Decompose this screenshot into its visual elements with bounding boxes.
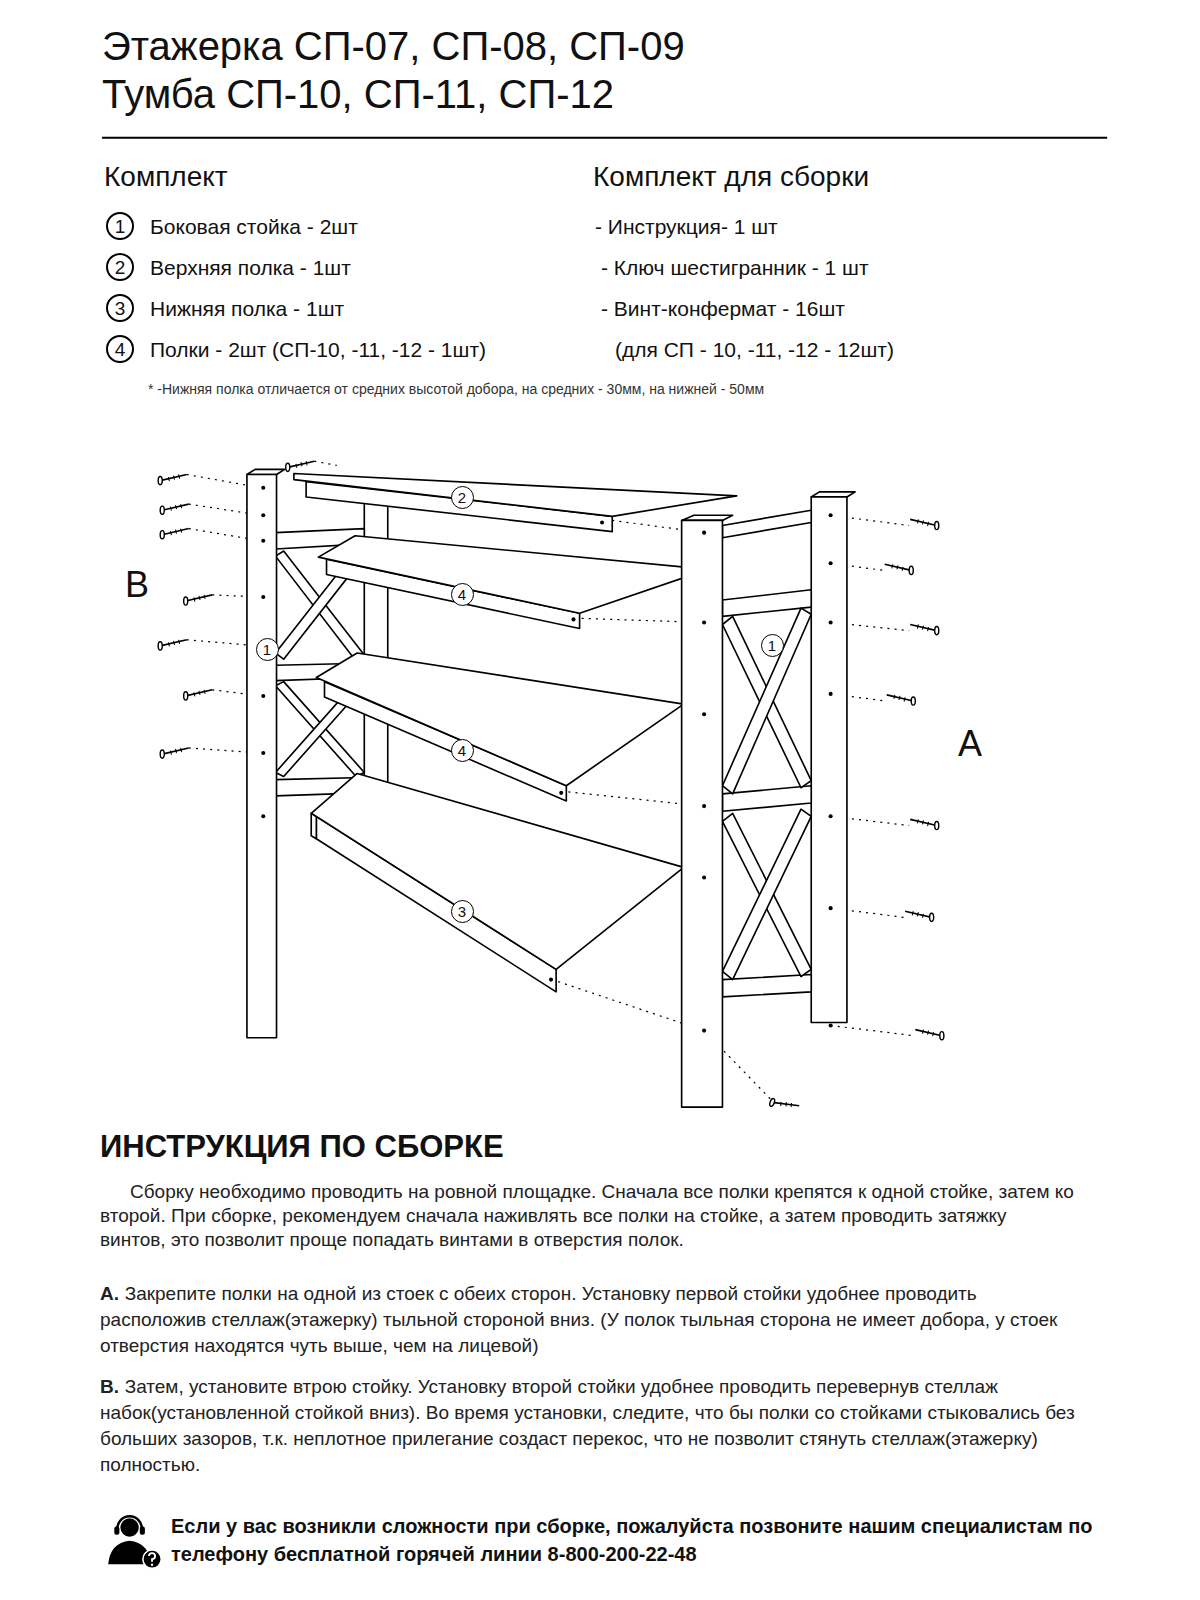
parts-item: Полки - 2шт (СП-10, -11, -12 - 1шт) — [150, 338, 486, 361]
kit-item: (для СП - 10, -11, -12 - 12шт) — [615, 338, 894, 361]
section-heading: Комплект — [104, 161, 228, 192]
screw-guides — [187, 461, 915, 1100]
callout-circle: 3 — [451, 900, 474, 923]
screws — [158, 461, 944, 1115]
callout-number: 1 — [768, 638, 776, 653]
side-frame-a — [682, 492, 855, 1107]
hotline-icon — [108, 1516, 161, 1568]
step-letter: B. — [100, 1376, 119, 1397]
footnote-block: * -Нижняя полка отличается от средних вы… — [148, 381, 764, 398]
parts-item-block: Нижняя полка - 1шт — [150, 296, 344, 321]
side-letter: B — [125, 564, 149, 605]
callout-circle: 3 — [106, 294, 134, 322]
parts-item-block: Боковая стойка - 2шт — [150, 214, 358, 239]
instruction-text: Сборку необходимо проводить на ровной пл… — [100, 1181, 1074, 1250]
callout-number: 1 — [115, 217, 126, 236]
callout-circle: 2 — [451, 486, 474, 509]
callout-circle: 4 — [106, 335, 134, 363]
kit-item-block: - Инструкция- 1 шт — [595, 214, 778, 239]
parts-item: Боковая стойка - 2шт — [150, 215, 358, 238]
parts-item: Нижняя полка - 1шт — [150, 297, 344, 320]
section-heading: Комплект для сборки — [593, 161, 869, 192]
step-letter-block: B.Затем, установите втрою стойку. Устано… — [100, 1374, 1075, 1478]
parts-item-block: Полки - 2шт (СП-10, -11, -12 - 1шт) — [150, 337, 486, 362]
parts-item: Верхняя полка - 1шт — [150, 256, 351, 279]
kit-item-block: - Ключ шестигранник - 1 шт — [601, 255, 869, 280]
holes-a — [702, 513, 833, 1032]
callout-number: 1 — [263, 642, 271, 657]
shelves — [294, 473, 737, 991]
title-block: Этажерка СП-07, СП-08, СП-09 Тумба СП-10… — [102, 22, 782, 118]
side-letter-block: B — [125, 563, 149, 606]
shelf-holes — [549, 520, 604, 981]
callout-number: 4 — [115, 340, 126, 359]
section-heading: ИНСТРУКЦИЯ ПО СБОРКЕ — [100, 1129, 504, 1164]
hotline-text-block: Если у вас возникли сложности при сборке… — [171, 1512, 1161, 1568]
kit-item: - Винт-конфермат - 16шт — [601, 297, 845, 320]
callout-circle: 1 — [106, 212, 134, 240]
callout-circle: 4 — [451, 583, 474, 606]
step-letter: A. — [100, 1283, 119, 1304]
side-letter: A — [958, 723, 982, 764]
section-heading-block: Комплект — [104, 160, 228, 194]
callout-number: 4 — [458, 743, 466, 758]
callout-circle: 1 — [761, 634, 784, 657]
callout-number: 4 — [458, 587, 466, 602]
callout-circle: 4 — [451, 739, 474, 762]
parts-item-block: Верхняя полка - 1шт — [150, 255, 351, 280]
title-text: Этажерка СП-07, СП-08, СП-09 Тумба СП-10… — [102, 24, 685, 116]
instruction-text-block: Сборку необходимо проводить на ровной пл… — [100, 1180, 1075, 1252]
instruction-text: Закрепите полки на одной из стоек с обеи… — [100, 1283, 1057, 1356]
kit-item: - Ключ шестигранник - 1 шт — [601, 256, 869, 279]
callout-number: 2 — [458, 490, 466, 505]
side-letter-block: A — [958, 722, 982, 765]
hotline-text: Если у вас возникли сложности при сборке… — [171, 1515, 1093, 1565]
step-letter-block: A.Закрепите полки на одной из стоек с об… — [100, 1281, 1075, 1359]
kit-item: - Инструкция- 1 шт — [595, 215, 778, 238]
instruction-text: Затем, установите втрою стойку. Установк… — [100, 1376, 1075, 1475]
kit-item-block: - Винт-конфермат - 16шт — [601, 296, 845, 321]
callout-number: 3 — [115, 299, 126, 318]
callout-circle: 1 — [256, 638, 279, 661]
callout-circle: 2 — [106, 253, 134, 281]
section-heading-block: ИНСТРУКЦИЯ ПО СБОРКЕ — [100, 1128, 504, 1165]
callout-number: 3 — [458, 904, 466, 919]
section-heading-block: Комплект для сборки — [593, 160, 869, 194]
footnote: * -Нижняя полка отличается от средних вы… — [148, 381, 764, 397]
callout-number: 2 — [115, 258, 126, 277]
title-rule — [102, 137, 1107, 139]
kit-item-block: (для СП - 10, -11, -12 - 12шт) — [615, 337, 894, 362]
